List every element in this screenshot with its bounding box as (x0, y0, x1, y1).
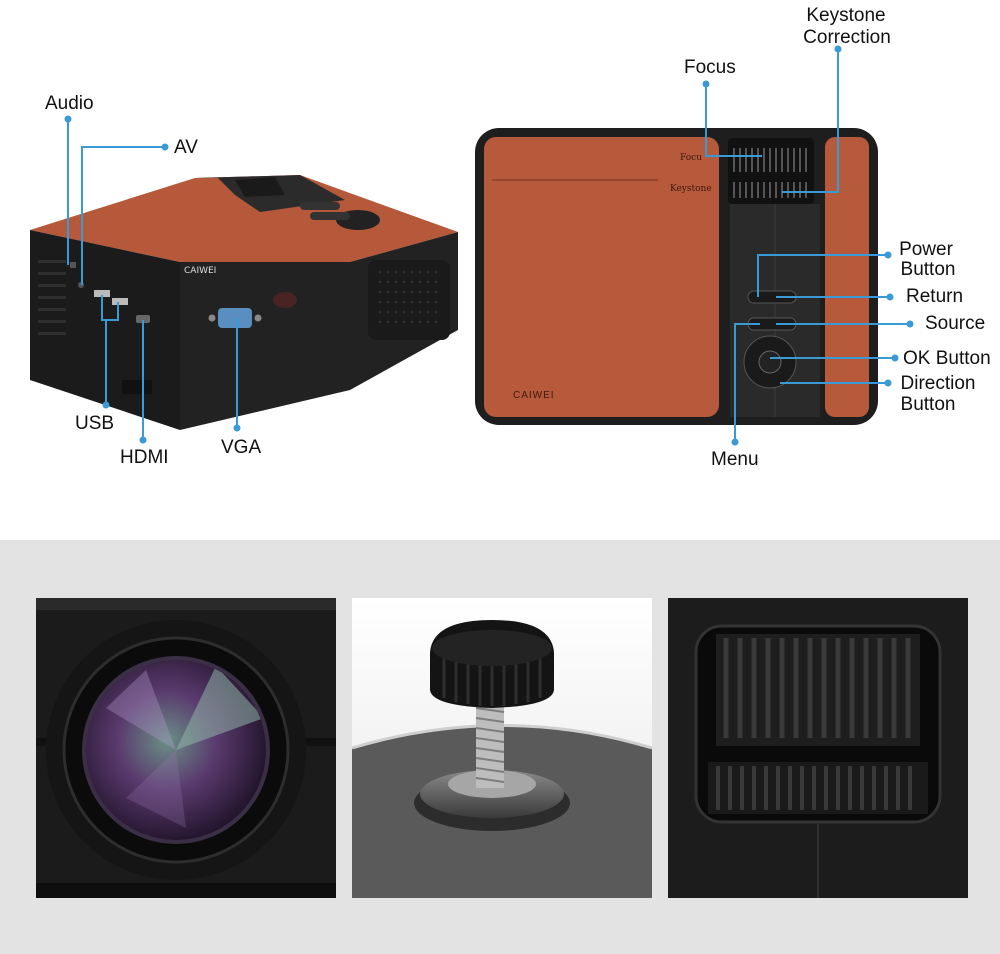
brand-logo-side: CAIWEI (184, 266, 216, 276)
label-focus: Focus (684, 57, 736, 78)
ok-button (758, 350, 782, 374)
top-leather (30, 175, 458, 262)
label-menu: Menu (711, 449, 759, 470)
hdmi-port (136, 315, 150, 323)
label-power-2: Button (900, 259, 956, 280)
label-keystone-2: Correction (803, 27, 891, 48)
vga-port (218, 308, 252, 328)
label-direction-2: Button (900, 394, 956, 415)
label-hdmi: HDMI (120, 447, 169, 468)
label-source: Source (925, 313, 986, 334)
leather-strip-right (825, 137, 869, 417)
label-keystone-1: Keystone (806, 5, 886, 26)
label-return: Return (906, 286, 964, 307)
keystone-wheel (708, 762, 928, 814)
device-mark-keystone: Keystone (670, 184, 712, 194)
label-direction-1: Direction (900, 373, 976, 394)
focus-wheel-photo (668, 598, 968, 898)
audio-port (70, 262, 76, 268)
projector-top-view (475, 45, 914, 446)
leather-panel-main (484, 137, 719, 417)
usb-port-1 (94, 290, 110, 297)
label-ok: OK Button (903, 348, 991, 369)
label-av: AV (174, 137, 198, 158)
label-power-1: Power (899, 239, 953, 260)
projector-side-view: CAIWEI (30, 115, 458, 444)
focus-wheel (716, 634, 920, 746)
diagram-top: CAIWEI Audio AV USB HDMI VGA (30, 5, 991, 470)
adjustable-foot-photo (352, 598, 652, 898)
device-brand-logo: CAIWEI (513, 390, 555, 401)
lens-closeup-photo (36, 598, 336, 898)
device-mark-focus: Focu (680, 153, 703, 163)
label-usb: USB (75, 413, 115, 434)
detail-photos-band (0, 540, 1000, 954)
ir-receiver (273, 292, 297, 308)
label-vga: VGA (221, 437, 262, 458)
usb-port-2 (112, 298, 128, 305)
label-audio: Audio (45, 93, 94, 114)
